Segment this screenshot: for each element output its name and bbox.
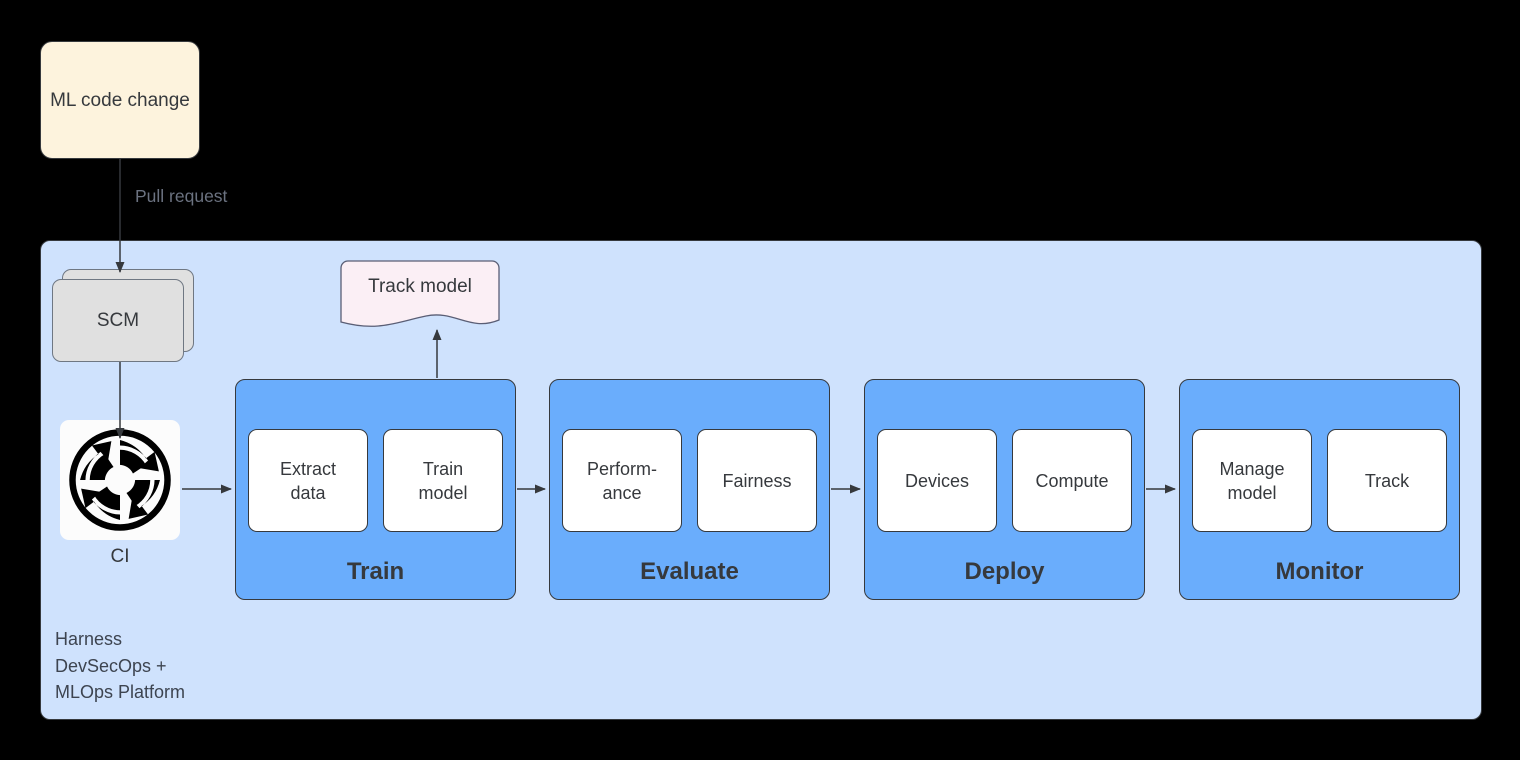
stage-monitor-title: Monitor [1275, 558, 1364, 585]
stage-evaluate-title: Evaluate [640, 558, 739, 585]
stage-train-item-extract-data[interactable]: Extract data [248, 429, 368, 532]
note-shape-icon [340, 260, 500, 327]
scm-stack-front-layer: SCM [52, 279, 184, 362]
ml-code-change-label: ML code change [50, 89, 190, 111]
stage-deploy[interactable]: Devices Compute Deploy [864, 379, 1145, 600]
ml-code-change-node[interactable]: ML code change [40, 41, 200, 159]
cycle-arrows-icon [69, 429, 171, 531]
stage-monitor-item-manage-model[interactable]: Manage model [1192, 429, 1312, 532]
stage-deploy-items: Devices Compute [877, 429, 1132, 532]
track-model-note[interactable]: Track model [340, 260, 500, 332]
stage-evaluate-item-fairness[interactable]: Fairness [697, 429, 817, 532]
stage-monitor-item-track[interactable]: Track [1327, 429, 1447, 532]
stage-train[interactable]: Extract data Train model Train [235, 379, 516, 600]
scm-label: SCM [96, 309, 140, 331]
stage-evaluate-items: Perform- ance Fairness [562, 429, 817, 532]
stage-deploy-item-devices[interactable]: Devices [877, 429, 997, 532]
track-model-note-label: Track model [368, 276, 472, 297]
stage-monitor-items: Manage model Track [1192, 429, 1447, 532]
stage-deploy-title: Deploy [964, 558, 1045, 585]
stage-train-items: Extract data Train model [248, 429, 503, 532]
stage-train-item-train-model[interactable]: Train model [383, 429, 503, 532]
stage-monitor[interactable]: Manage model Track Monitor [1179, 379, 1460, 600]
ci-label: CI [110, 546, 130, 567]
stage-deploy-item-compute[interactable]: Compute [1012, 429, 1132, 532]
stage-train-title: Train [346, 558, 405, 585]
ci-node[interactable] [60, 420, 180, 540]
stage-evaluate[interactable]: Perform- ance Fairness Evaluate [549, 379, 830, 600]
scm-node[interactable]: SCM [52, 269, 194, 362]
pull-request-edge-label: Pull request [135, 186, 228, 206]
stage-evaluate-item-performance[interactable]: Perform- ance [562, 429, 682, 532]
platform-caption: Harness DevSecOps + MLOps Platform [55, 629, 186, 702]
